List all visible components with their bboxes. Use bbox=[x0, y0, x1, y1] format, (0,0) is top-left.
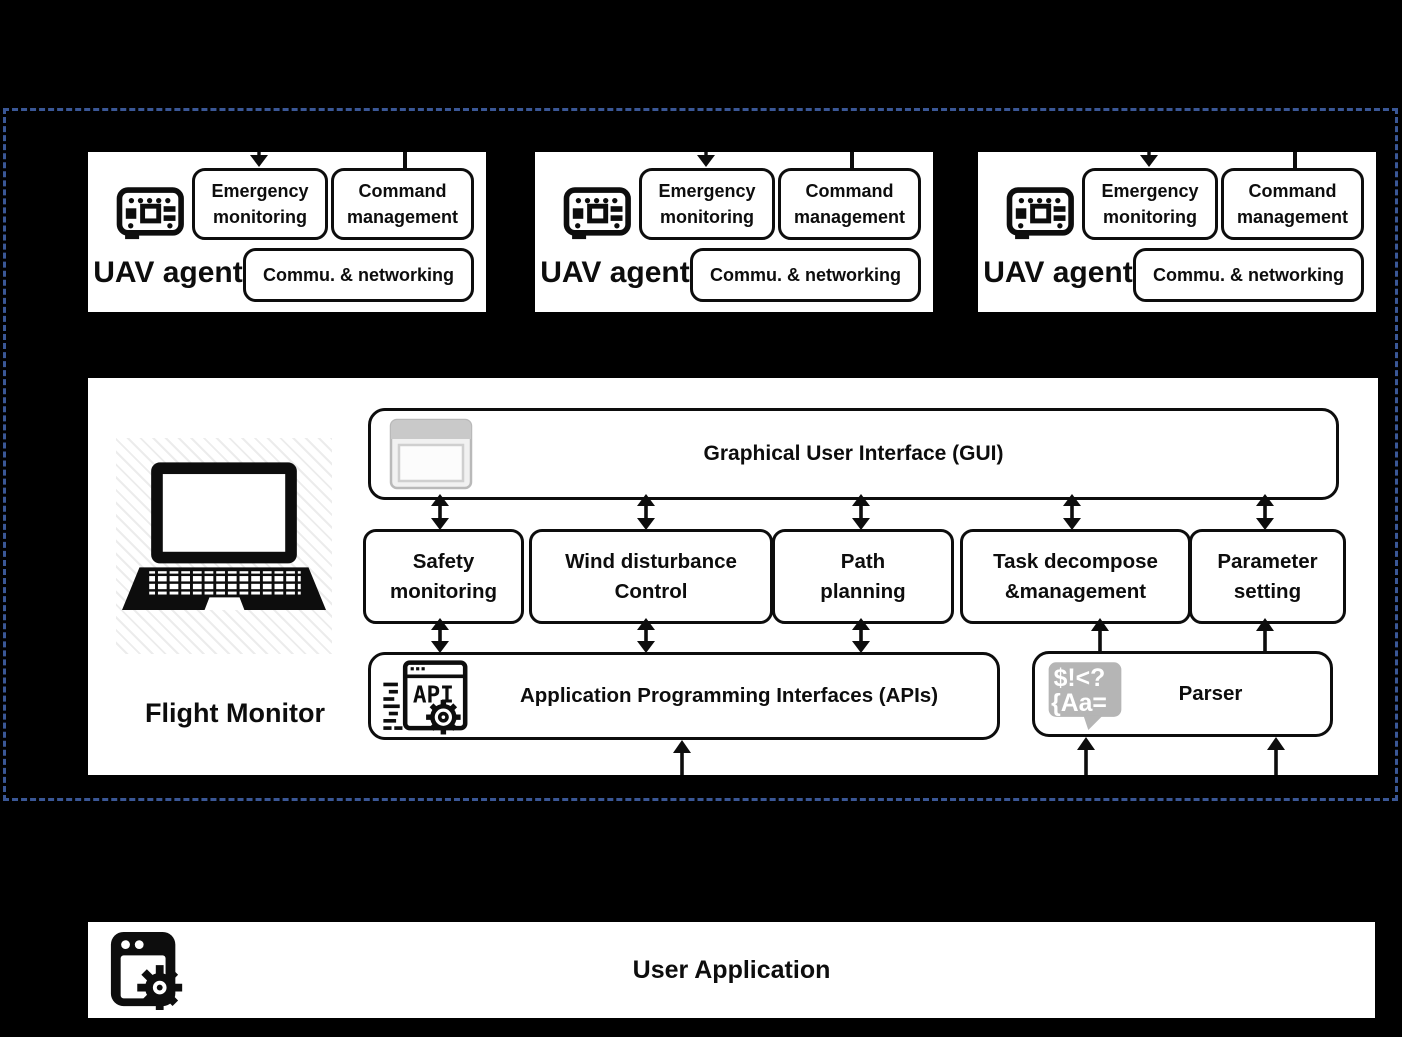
double-arrow bbox=[852, 618, 870, 653]
uav-agent-title: UAV agent bbox=[983, 256, 1133, 289]
connector-line bbox=[850, 152, 854, 168]
gui-box: Graphical User Interface (GUI) bbox=[368, 408, 1339, 500]
path-planning-box: Path planning bbox=[772, 529, 954, 624]
wind-disturbance-box: Wind disturbance Control bbox=[529, 529, 773, 624]
double-arrow bbox=[431, 494, 449, 530]
code-parser-icon: $!<? {Aa= bbox=[1048, 662, 1122, 731]
user-application-box: User Application bbox=[88, 922, 1375, 1018]
api-label: Application Programming Interfaces (APIs… bbox=[519, 684, 939, 708]
parser-box: $!<? {Aa= Parser bbox=[1032, 651, 1333, 737]
uav-agent-card: UAV agent Emergency monitoring Command m… bbox=[978, 152, 1376, 312]
uav-agent-card: UAV agent Emergency monitoring Command m… bbox=[88, 152, 486, 312]
task-decompose-box: Task decompose &management bbox=[960, 529, 1191, 624]
commu-networking-box: Commu. & networking bbox=[243, 248, 474, 302]
window-icon bbox=[389, 418, 473, 490]
laptop-icon bbox=[122, 462, 326, 611]
command-management-box: Command management bbox=[778, 168, 921, 240]
dashed-boundary bbox=[3, 108, 1398, 801]
uav-agent-card: UAV agent Emergency monitoring Command m… bbox=[535, 152, 933, 312]
safety-monitoring-box: Safety monitoring bbox=[363, 529, 524, 624]
down-arrowhead-icon bbox=[250, 152, 268, 167]
double-arrow bbox=[637, 618, 655, 653]
circuit-board-icon bbox=[116, 187, 184, 240]
emergency-monitoring-box: Emergency monitoring bbox=[1082, 168, 1218, 240]
user-application-label: User Application bbox=[632, 955, 831, 984]
flight-monitor-label: Flight Monitor bbox=[145, 698, 325, 728]
up-arrow bbox=[1267, 737, 1285, 775]
parameter-setting-box: Parameter setting bbox=[1189, 529, 1346, 624]
double-arrow bbox=[1256, 494, 1274, 530]
up-arrow bbox=[673, 740, 691, 775]
emergency-monitoring-box: Emergency monitoring bbox=[192, 168, 328, 240]
connector-line bbox=[1293, 152, 1297, 168]
parser-icon-line1: $!<? bbox=[1054, 665, 1106, 692]
double-arrow bbox=[637, 494, 655, 530]
flight-monitor-panel: Flight Monitor Graphical User Interface … bbox=[88, 378, 1378, 775]
up-arrow bbox=[1077, 737, 1095, 775]
uav-agent-title: UAV agent bbox=[93, 256, 243, 289]
circuit-board-icon bbox=[1006, 187, 1074, 240]
commu-networking-box: Commu. & networking bbox=[690, 248, 921, 302]
circuit-board-icon bbox=[563, 187, 631, 240]
emergency-monitoring-box: Emergency monitoring bbox=[639, 168, 775, 240]
down-arrowhead-icon bbox=[697, 152, 715, 167]
parser-label: Parser bbox=[1178, 682, 1243, 706]
double-arrow bbox=[1063, 494, 1081, 530]
parser-icon-line2: {Aa= bbox=[1051, 690, 1107, 717]
uav-agent-title: UAV agent bbox=[540, 256, 690, 289]
command-management-box: Command management bbox=[331, 168, 474, 240]
api-box: API Application Programming Interfaces (… bbox=[368, 652, 1000, 740]
down-arrowhead-icon bbox=[1140, 152, 1158, 167]
gui-label: Graphical User Interface (GUI) bbox=[703, 441, 1004, 465]
commu-networking-box: Commu. & networking bbox=[1133, 248, 1364, 302]
double-arrow bbox=[852, 494, 870, 530]
app-gear-icon bbox=[110, 931, 183, 1011]
connector-line bbox=[403, 152, 407, 168]
api-gear-icon: API bbox=[383, 660, 468, 735]
command-management-box: Command management bbox=[1221, 168, 1364, 240]
up-arrow bbox=[1256, 618, 1274, 652]
up-arrow bbox=[1091, 618, 1109, 652]
double-arrow bbox=[431, 618, 449, 653]
